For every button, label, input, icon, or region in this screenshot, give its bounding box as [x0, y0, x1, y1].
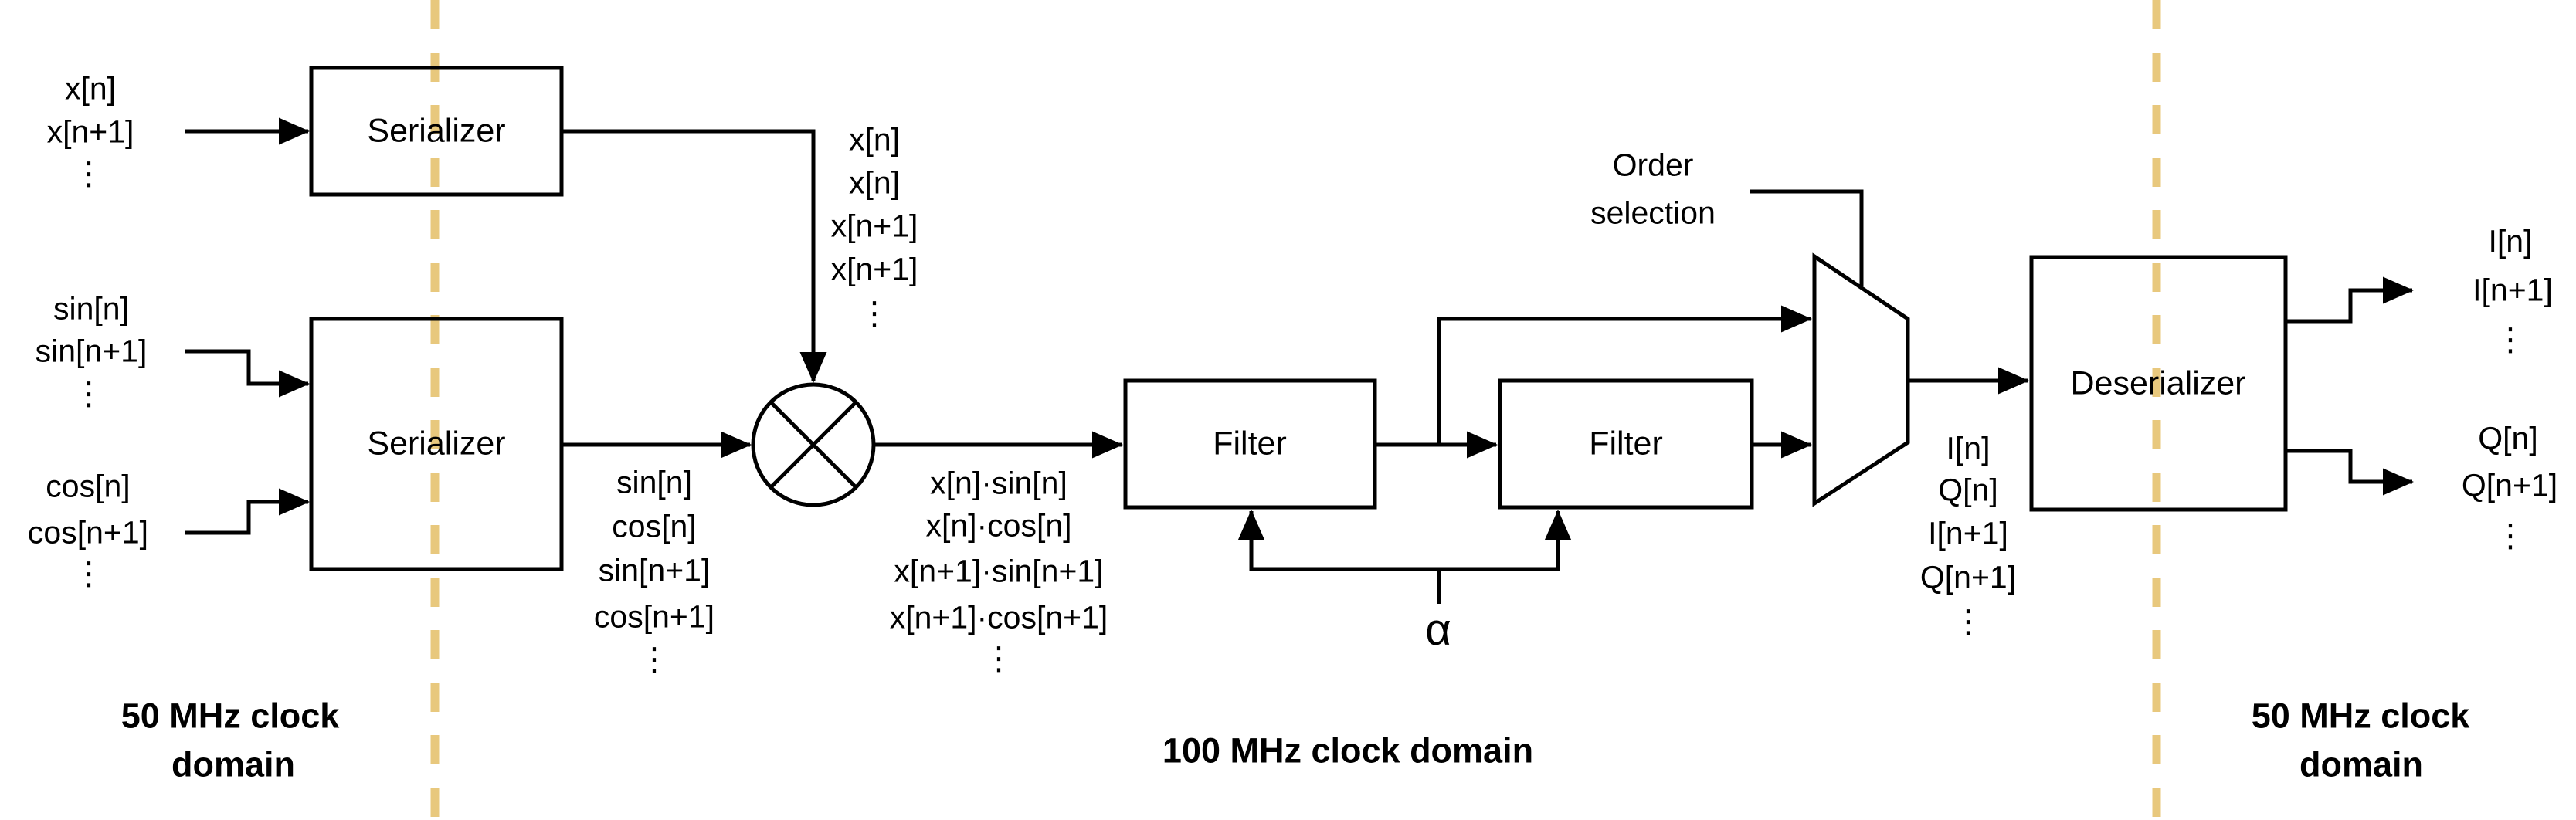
- iq-serial-label-3: Q[n+1]: [1919, 559, 2017, 595]
- order-selection-label-line1: Order: [1612, 147, 1694, 183]
- cos-input-label-1: cos[n+1]: [27, 514, 149, 551]
- clock-domain-left-line1: 50 MHz clock: [120, 696, 340, 736]
- x-input-label-1: x[n+1]: [46, 114, 134, 150]
- x-serial-label-2: x[n+1]: [830, 208, 918, 244]
- product-serial-label-0: x[n]·sin[n]: [930, 465, 1067, 501]
- iq-serial-ellipsis: ⋮: [1952, 603, 1984, 639]
- q-output-label-0: Q[n]: [2478, 420, 2538, 456]
- wire-q-output: [2286, 449, 2415, 496]
- iq-serial-label-1: Q[n]: [1938, 472, 1998, 508]
- x-serial-label-1: x[n]: [848, 164, 901, 201]
- x-input-ellipsis: ⋮: [73, 155, 105, 191]
- x-serial-label-3: x[n+1]: [830, 251, 918, 287]
- cos-input-ellipsis: ⋮: [73, 555, 105, 591]
- sincos-serial-label-1: cos[n]: [612, 508, 697, 544]
- sin-input-label-1: sin[n+1]: [35, 333, 148, 369]
- multiplier-x-diagonal2: [769, 401, 857, 489]
- product-serial-ellipsis: ⋮: [983, 640, 1015, 676]
- sincos-serial-label-2: sin[n+1]: [598, 552, 711, 588]
- deserializer-box: [2029, 255, 2288, 512]
- product-serial-label-1: x[n]·cos[n]: [925, 507, 1072, 544]
- deserializer-label: Deserializer: [2070, 364, 2246, 402]
- order-selection-label-line2: selection: [1590, 195, 1716, 231]
- iq-serial-label-2: I[n+1]: [1928, 515, 2008, 551]
- x-serial-ellipsis: ⋮: [858, 295, 891, 331]
- x-input-label-0: x[n]: [64, 70, 117, 107]
- sincos-serial-label-3: cos[n+1]: [593, 598, 715, 635]
- filter2-label: Filter: [1589, 425, 1663, 463]
- q-output-ellipsis: ⋮: [2494, 517, 2527, 554]
- i-output-ellipsis: ⋮: [2494, 321, 2527, 357]
- cos-input-label-0: cos[n]: [46, 468, 131, 504]
- sin-input-ellipsis: ⋮: [73, 375, 105, 412]
- wire-filter1-bypass-to-mux: [1437, 305, 1813, 445]
- sincos-serial-ellipsis: ⋮: [638, 641, 670, 677]
- mux-shape: [1812, 252, 1910, 507]
- alpha-label: α: [1425, 605, 1451, 655]
- wire-order-selection-to-mux: [1750, 189, 1864, 286]
- product-serial-label-3: x[n+1]·cos[n+1]: [889, 599, 1108, 635]
- i-output-label-1: I[n+1]: [2472, 272, 2553, 308]
- clock-domain-left-line2: domain: [171, 744, 296, 784]
- product-serial-label-2: x[n+1]·sin[n+1]: [894, 553, 1104, 589]
- wire-cos-input: [185, 488, 311, 535]
- i-output-label-0: I[n]: [2488, 223, 2533, 259]
- wire-sin-input: [185, 349, 311, 398]
- iq-serial-label-0: I[n]: [1946, 430, 1991, 466]
- clock-domain-center: 100 MHz clock domain: [1162, 730, 1534, 771]
- filter1-label: Filter: [1213, 425, 1287, 463]
- wire-serializer-top-to-multiplier: [562, 129, 827, 384]
- wire-i-output: [2286, 276, 2415, 324]
- sincos-serial-label-0: sin[n]: [616, 464, 692, 500]
- sin-input-label-0: sin[n]: [53, 290, 129, 327]
- x-serial-label-0: x[n]: [848, 121, 901, 158]
- clock-domain-right-line1: 50 MHz clock: [2251, 696, 2470, 736]
- serializer-top-label: Serializer: [367, 112, 506, 150]
- clock-domain-right-line2: domain: [2299, 744, 2424, 784]
- q-output-label-1: Q[n+1]: [2461, 467, 2558, 503]
- serializer-bottom-label: Serializer: [367, 425, 506, 463]
